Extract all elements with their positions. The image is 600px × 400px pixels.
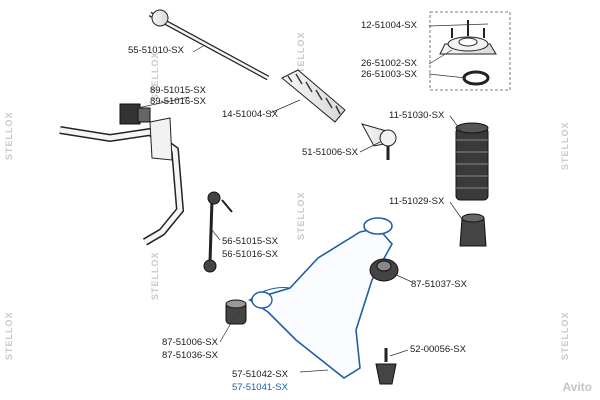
part-label: 89-51015-SX [150, 85, 206, 96]
part-label: 56-51015-SX [222, 236, 278, 247]
bearing-ring [462, 70, 490, 86]
shock-boot-part [455, 122, 489, 201]
part-label: 11-51029-SX [389, 196, 445, 207]
part-label: 56-51016-SX [222, 249, 278, 260]
part-label: 87-51036-SX [162, 350, 218, 361]
bump-stop-part [459, 213, 487, 247]
part-label-highlighted: 57-51041-SX [232, 382, 288, 393]
part-label: 55-51010-SX [128, 45, 184, 56]
part-label: 11-51030-SX [389, 110, 445, 121]
stabilizer-link-part [203, 191, 233, 273]
part-label: 12-51004-SX [361, 20, 417, 31]
stabilizer-bushing-part [119, 103, 151, 125]
ball-joint-part [375, 348, 397, 385]
part-label: 87-51037-SX [411, 279, 467, 290]
arm-rear-bushing-part [369, 258, 399, 282]
strut-mount-part [439, 20, 497, 55]
part-label: 89-51016-SX [150, 96, 206, 107]
part-label: 14-51004-SX [222, 109, 278, 120]
steering-boot-part [281, 69, 346, 123]
strut-mount-group [429, 11, 511, 91]
part-label: 51-51006-SX [302, 147, 358, 158]
tie-rod-end-part [360, 123, 397, 160]
part-label: 52-00056-SX [410, 344, 466, 355]
arm-front-bushing-part [225, 299, 247, 325]
part-label: 26-51002-SX [361, 58, 417, 69]
part-label: 26-51003-SX [361, 69, 417, 80]
part-label: 57-51042-SX [232, 369, 288, 380]
part-label: 87-51006-SX [162, 337, 218, 348]
control-arm-part [248, 217, 393, 379]
corner-watermark: Avito [562, 380, 592, 394]
tie-rod-part [148, 9, 270, 81]
leader-lines [127, 23, 489, 373]
dashed-box [429, 11, 511, 91]
stabilizer-bar-part [59, 117, 185, 246]
